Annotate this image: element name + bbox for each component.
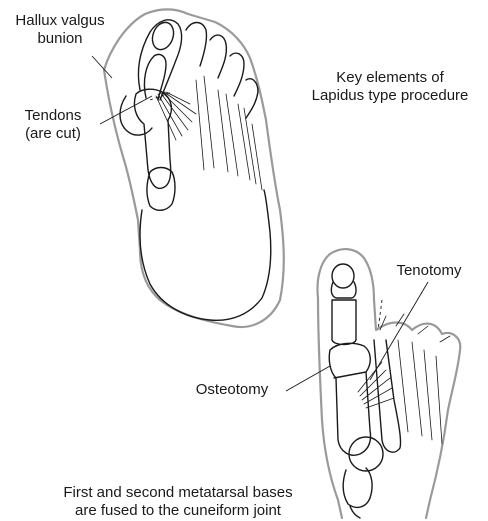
label-key-elements: Key elements of Lapidus type procedure	[300, 69, 480, 105]
label-osteotomy: Osteotomy	[182, 381, 282, 399]
foot-after-skin-outline	[318, 249, 461, 518]
lesser-metatarsals-before	[196, 76, 262, 190]
label-tenotomy: Tenotomy	[386, 262, 472, 280]
first-metatarsal-after	[329, 343, 370, 455]
tendon-fan-before	[156, 92, 196, 140]
foot-before-skin-outline	[104, 10, 284, 327]
lesser-toe-5-before	[246, 79, 258, 118]
lesser-toe-4-before	[230, 53, 244, 96]
label-tendons: Tendons (are cut)	[14, 107, 92, 143]
lesser-toe-2-before	[186, 23, 207, 67]
label-fused-joint: First and second metatarsal bases are fu…	[8, 484, 348, 520]
tendons-leader	[100, 96, 152, 124]
osteotomy-cut	[334, 372, 366, 378]
fusion-joint-circle	[349, 437, 383, 471]
foot-before	[104, 10, 284, 327]
lesser-toe-3-before	[210, 35, 226, 78]
label-hallux-valgus: Hallux valgus bunion	[12, 12, 108, 48]
proximal-phalanx-after	[332, 300, 356, 345]
lesser-metatarsals-after	[398, 340, 442, 444]
big-toe-after-tip	[332, 264, 354, 288]
bunion-outline	[120, 96, 152, 135]
first-metatarsal-before	[134, 89, 171, 188]
tendon-fan-after	[358, 362, 394, 408]
tenotomy-leader	[370, 282, 428, 380]
osteotomy-leader	[286, 366, 330, 391]
big-toe-nail	[149, 19, 177, 52]
foot-after	[318, 249, 461, 518]
